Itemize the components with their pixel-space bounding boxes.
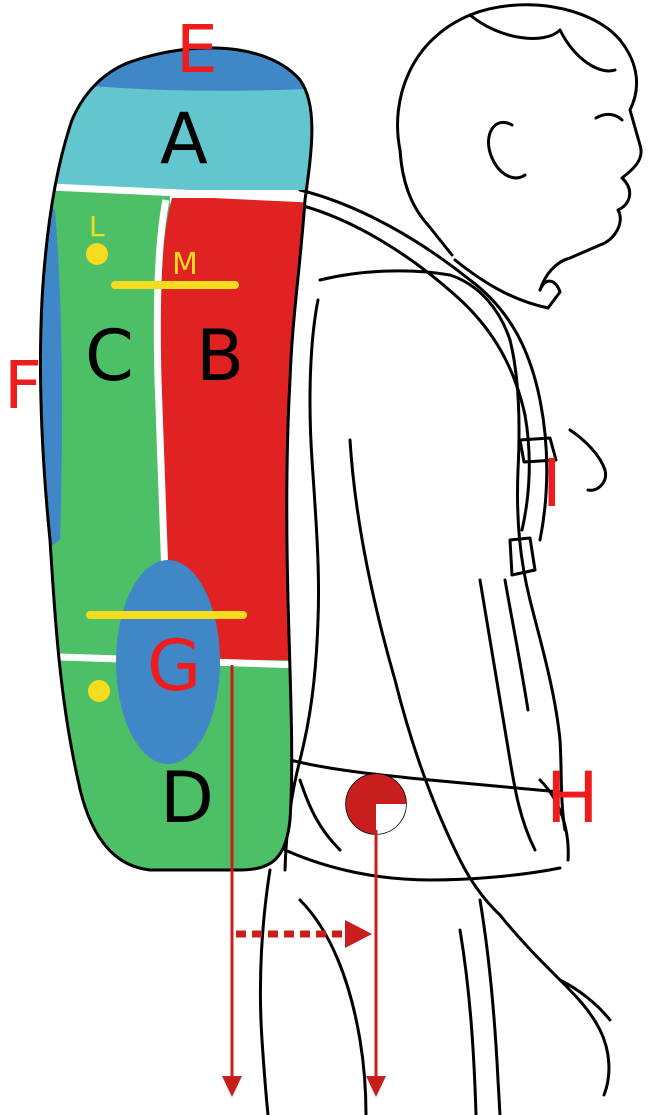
pack-gravity-arrowhead: [222, 1076, 242, 1097]
label-i: I: [542, 445, 561, 522]
hiker-back-head: [400, 150, 452, 255]
hip-belt-padding: [300, 780, 568, 860]
marker-dot-l: [86, 243, 108, 265]
hiker-hairline: [470, 15, 615, 71]
label-c: C: [85, 315, 134, 397]
hiker-head: [398, 5, 642, 290]
label-e: E: [176, 11, 218, 88]
label-f: F: [4, 347, 42, 424]
label-l: L: [89, 210, 105, 243]
hiker-ear: [489, 122, 525, 177]
hiker-leg-back: [260, 870, 270, 1115]
label-d: D: [160, 757, 214, 839]
sternum-buckle: [570, 430, 606, 490]
hiker-hand: [500, 915, 610, 1095]
hip-belt: [285, 760, 560, 880]
hip-pivot-marker: [346, 774, 406, 834]
marker-dot-lower: [88, 680, 110, 702]
hiker-eye: [596, 114, 622, 120]
strap-tail: [505, 580, 528, 710]
label-m: M: [172, 247, 198, 282]
shift-arrowhead: [345, 920, 372, 948]
hiker-figure: [260, 5, 641, 1115]
hiker-arm-inner: [480, 580, 535, 850]
hiker-leg-front: [460, 900, 500, 1115]
label-h: H: [546, 757, 599, 839]
hip-gravity-arrowhead: [366, 1076, 386, 1097]
label-b: B: [196, 315, 244, 397]
label-g: G: [147, 625, 201, 707]
label-a: A: [160, 98, 208, 180]
shoulder-strap-edge: [300, 205, 529, 530]
hiker-arm: [350, 440, 500, 915]
